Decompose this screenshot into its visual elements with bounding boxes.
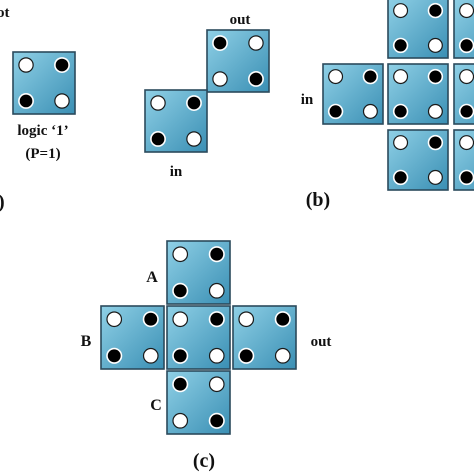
electron-dot-bottom-left (18, 93, 34, 109)
electron-dot-top-left (212, 35, 228, 51)
empty-dot-top-left (393, 135, 409, 151)
electron-dot-top-right (208, 246, 225, 263)
electron-dot-bottom-left (458, 37, 474, 54)
cell-b-right-top (453, 0, 474, 59)
label-polarization: (P=1) (25, 146, 60, 162)
electron-dot-bottom-left (392, 169, 409, 186)
electron-dot-bottom-left (458, 169, 474, 186)
empty-dot-top-left (172, 246, 189, 263)
empty-dot-bottom-right (427, 103, 443, 119)
empty-dot-top-left (328, 69, 344, 85)
cell-wire-in (144, 89, 208, 153)
electron-dot-bottom-left (172, 347, 189, 364)
electron-dot-top-right (427, 68, 444, 85)
cell-c-input-c (166, 370, 231, 435)
empty-dot-top-left (393, 69, 409, 85)
label-input-b: B (81, 333, 92, 350)
electron-dot-top-right (427, 2, 444, 19)
cell-logic-one (12, 51, 76, 115)
qca-cells (12, 0, 474, 435)
empty-dot-top-left (459, 69, 474, 85)
empty-dot-top-left (238, 311, 255, 328)
empty-dot-bottom-right (54, 93, 70, 109)
label-input-a: A (146, 269, 158, 286)
empty-dot-bottom-left (212, 71, 228, 87)
empty-dot-bottom-left (172, 412, 189, 429)
empty-dot-bottom-right (208, 282, 225, 299)
electron-dot-bottom-left (150, 131, 166, 147)
label-in-b: in (301, 92, 314, 108)
label-input-c: C (150, 397, 162, 414)
empty-dot-bottom-right (142, 347, 159, 364)
electron-dot-bottom-left (458, 103, 474, 120)
cell-b-in (322, 63, 384, 125)
empty-dot-bottom-right (274, 347, 291, 364)
empty-dot-bottom-right (186, 131, 202, 147)
empty-dot-top-left (172, 311, 189, 328)
empty-dot-top-left (150, 95, 166, 111)
label-panel-a-paren: ) (0, 191, 5, 213)
electron-dot-top-right (142, 311, 159, 328)
cell-c-center (166, 305, 231, 370)
electron-dot-bottom-right (248, 71, 264, 87)
electron-dot-top-right (274, 311, 291, 328)
cell-c-out (232, 305, 297, 370)
electron-dot-top-right (186, 95, 202, 111)
electron-dot-bottom-left (238, 347, 255, 364)
empty-dot-top-right (248, 35, 264, 51)
empty-dot-bottom-right (427, 37, 443, 53)
electron-dot-bottom-right (208, 412, 225, 429)
cell-b-right-bot (453, 129, 474, 191)
cell-b-center (387, 63, 449, 125)
empty-dot-bottom-right (362, 103, 378, 119)
empty-dot-bottom-right (427, 169, 443, 185)
label-out-middle: out (230, 12, 251, 28)
empty-dot-top-left (459, 3, 474, 19)
empty-dot-top-right (208, 376, 225, 393)
label-panel-b: (b) (306, 189, 330, 211)
empty-dot-top-left (18, 57, 34, 73)
electron-dot-bottom-left (392, 37, 409, 54)
label-out-c: out (311, 334, 332, 350)
label-panel-c: (c) (193, 450, 215, 472)
electron-dot-top-right (54, 57, 70, 73)
label-logic-one: logic ‘1’ (17, 123, 68, 139)
cell-c-input-b (100, 305, 165, 370)
cell-c-input-a (166, 240, 231, 305)
electron-dot-top-right (362, 68, 379, 85)
electron-dot-bottom-left (172, 282, 189, 299)
empty-dot-bottom-right (208, 347, 225, 364)
electron-dot-top-left (172, 376, 189, 393)
electron-dot-top-right (208, 311, 225, 328)
electron-dot-bottom-left (106, 347, 123, 364)
empty-dot-top-left (106, 311, 123, 328)
cell-b-top (387, 0, 449, 59)
label-fragment-top-left: ot (0, 5, 10, 21)
cell-wire-out (206, 29, 270, 93)
electron-dot-bottom-left (327, 103, 344, 120)
label-in-middle: in (170, 164, 183, 180)
empty-dot-top-left (459, 135, 474, 151)
electron-dot-top-right (427, 134, 444, 151)
empty-dot-top-left (393, 3, 409, 19)
cell-b-right-mid (453, 63, 474, 125)
electron-dot-bottom-left (392, 103, 409, 120)
cell-b-bottom (387, 129, 449, 191)
